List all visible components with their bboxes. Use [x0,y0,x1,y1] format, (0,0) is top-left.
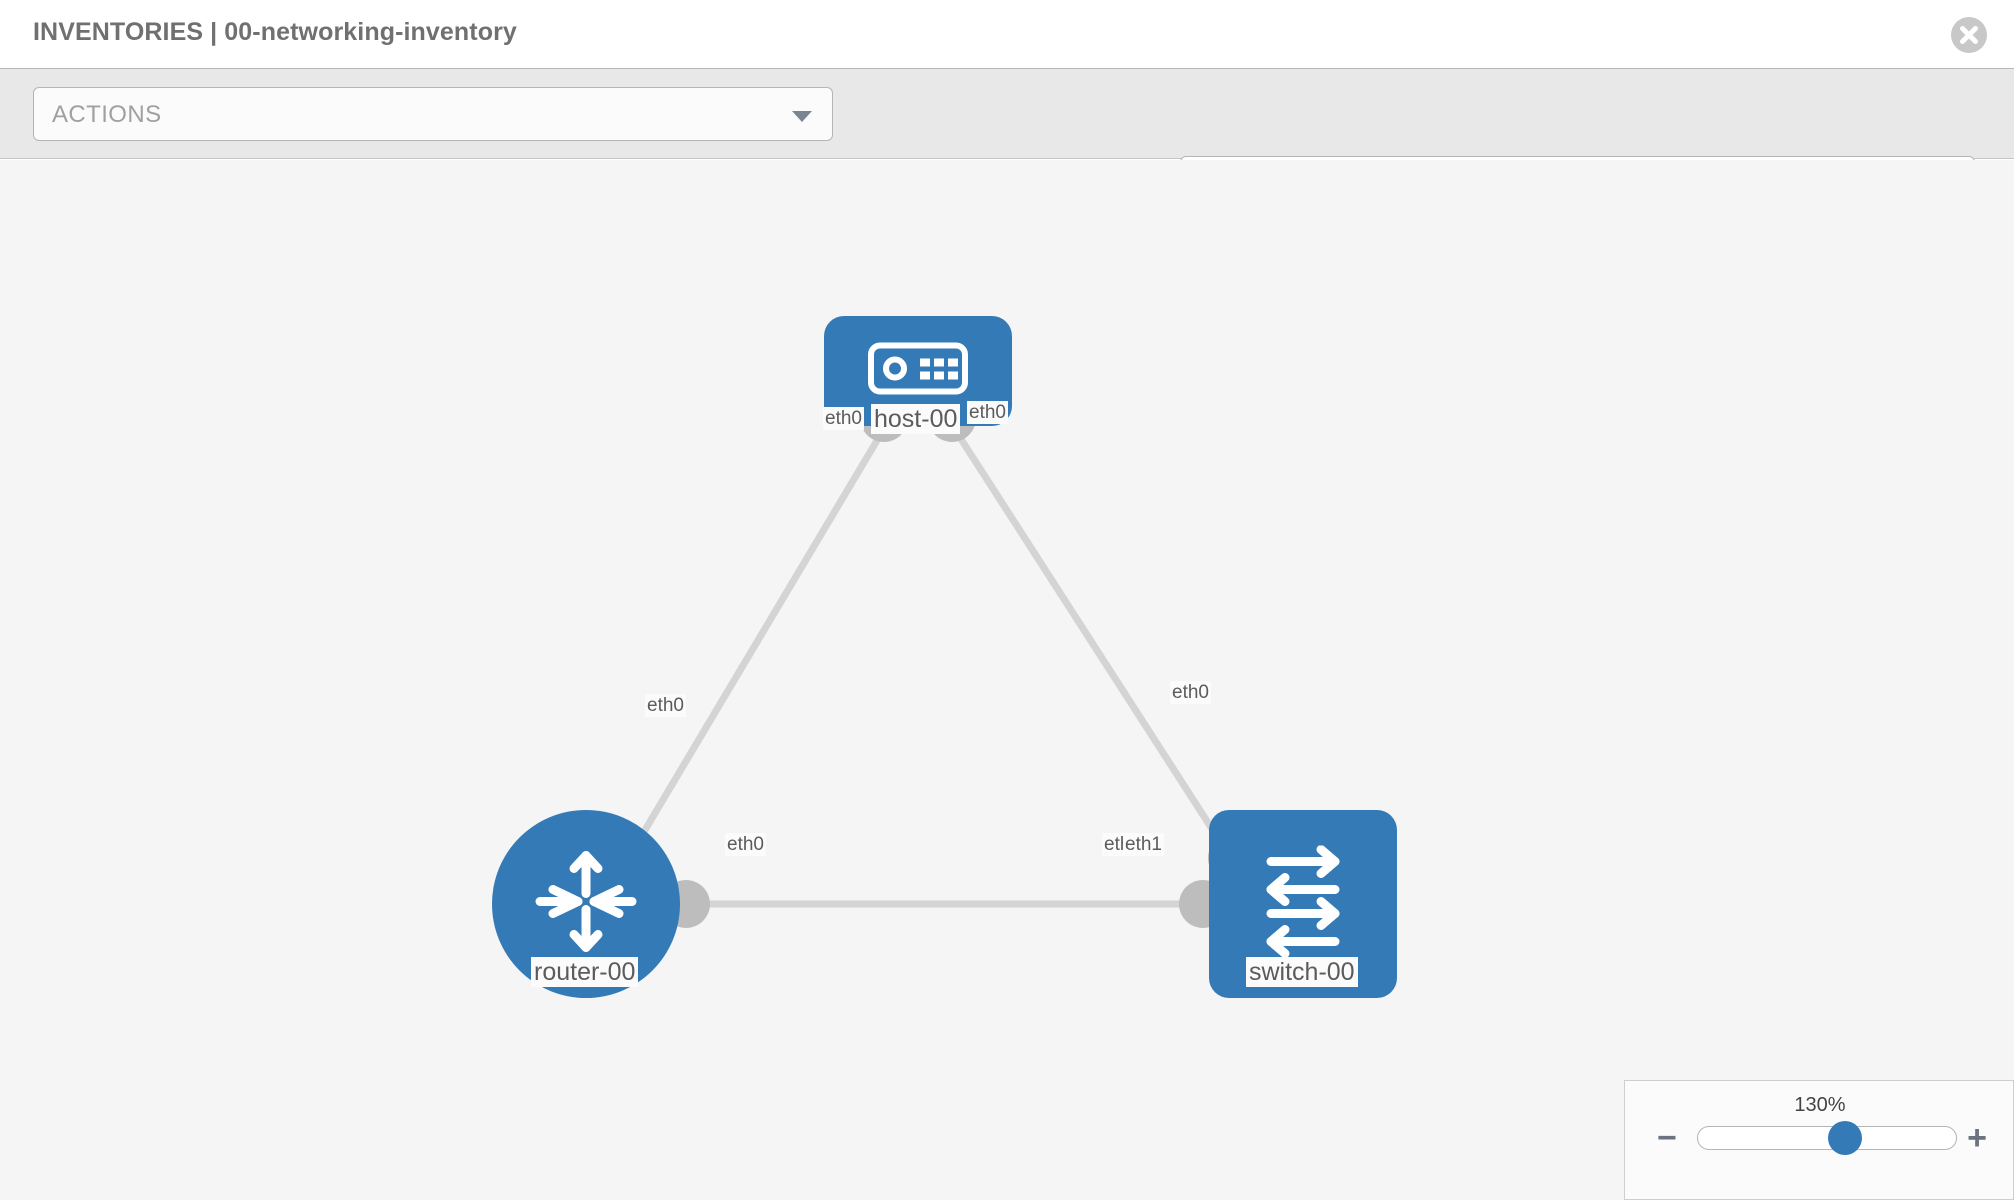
edge-label-host-switch-source: eth0 [967,401,1008,424]
edge-label-host-switch-target: eth0 [1170,681,1211,704]
server-device-icon [868,342,968,400]
edge-host-switch [947,420,1235,862]
page-title: INVENTORIES | 00-networking-inventory [33,18,517,46]
zoom-out-button[interactable]: − [1657,1119,1677,1157]
edge-label-router-switch-source: eth0 [725,833,766,856]
edge-label-host-router-target: eth0 [645,694,686,717]
toolbar: ACTIONS SEARCH [0,69,2014,210]
edge-label-host-router-source: eth0 [823,407,864,430]
node-router-00-label: router-00 [531,957,639,987]
router-four-arrows-icon [532,848,640,961]
zoom-level-value: 130% [1794,1094,1846,1116]
node-host-00[interactable]: host-00 [824,316,1012,434]
zoom-control-panel: 130% − + [1624,1080,2014,1200]
actions-dropdown-label: ACTIONS [52,101,162,128]
node-router-00[interactable]: router-00 [492,810,680,998]
topology-canvas[interactable]: host-00 router-00 [0,160,2014,1200]
node-switch-00-label: switch-00 [1246,957,1358,987]
edge-host-router [616,420,892,874]
edge-label-router-switch-target: eth1 [1123,833,1164,856]
chevron-down-icon [792,111,812,122]
actions-dropdown[interactable]: ACTIONS [33,87,833,141]
zoom-slider-track[interactable] [1697,1126,1957,1150]
page-header: INVENTORIES | 00-networking-inventory [0,0,2014,69]
switch-exchange-arrows-icon [1247,845,1359,963]
zoom-in-button[interactable]: + [1967,1119,1987,1157]
close-icon[interactable] [1951,17,1987,53]
zoom-slider-handle[interactable] [1828,1121,1863,1155]
node-switch-00[interactable]: switch-00 [1209,810,1397,998]
node-host-00-label: host-00 [871,404,961,434]
